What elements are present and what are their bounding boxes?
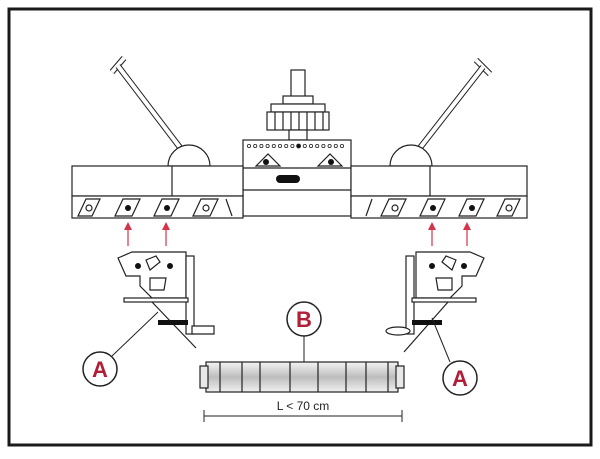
top-bracket-assembly (71, 56, 528, 219)
callout-a-left-label: A (92, 357, 108, 382)
housing-hole (253, 143, 258, 148)
housing-hole (271, 143, 276, 148)
beam-slots-left (77, 198, 233, 217)
housing-hole (308, 143, 313, 148)
dimension-line (203, 410, 403, 422)
beam-slots-right (365, 198, 521, 217)
callout-a-right: A (442, 360, 478, 396)
housing-hole (315, 143, 320, 148)
shaft (199, 361, 405, 393)
center-housing (242, 139, 352, 217)
housing-hole (339, 143, 344, 148)
callout-a-left: A (82, 351, 118, 387)
insertion-arrows (124, 222, 471, 246)
housing-hole (284, 143, 289, 148)
housing-hole (259, 143, 264, 148)
outer-frame (7, 7, 593, 447)
callout-a-left-leader (111, 311, 159, 357)
right-clamp-bracket (385, 251, 485, 353)
housing-hole (290, 143, 295, 148)
housing-holes (246, 143, 344, 149)
callout-a-right-leader (431, 317, 451, 363)
dimension-label: L < 70 cm (277, 399, 330, 413)
housing-hole (296, 143, 302, 149)
housing-hole (333, 143, 338, 148)
housing-hole (327, 143, 332, 148)
callout-a-right-label: A (452, 366, 468, 391)
left-clamp-bracket (117, 251, 215, 349)
left-t-handle (109, 56, 211, 167)
right-t-handle (389, 57, 493, 167)
callout-b-label: B (296, 307, 312, 332)
callout-b: B (286, 301, 322, 337)
housing-hole (246, 143, 251, 148)
housing-hole (265, 143, 270, 148)
housing-hole (277, 143, 282, 148)
housing-hole (321, 143, 326, 148)
center-adjuster (266, 69, 330, 141)
housing-hole (302, 143, 307, 148)
